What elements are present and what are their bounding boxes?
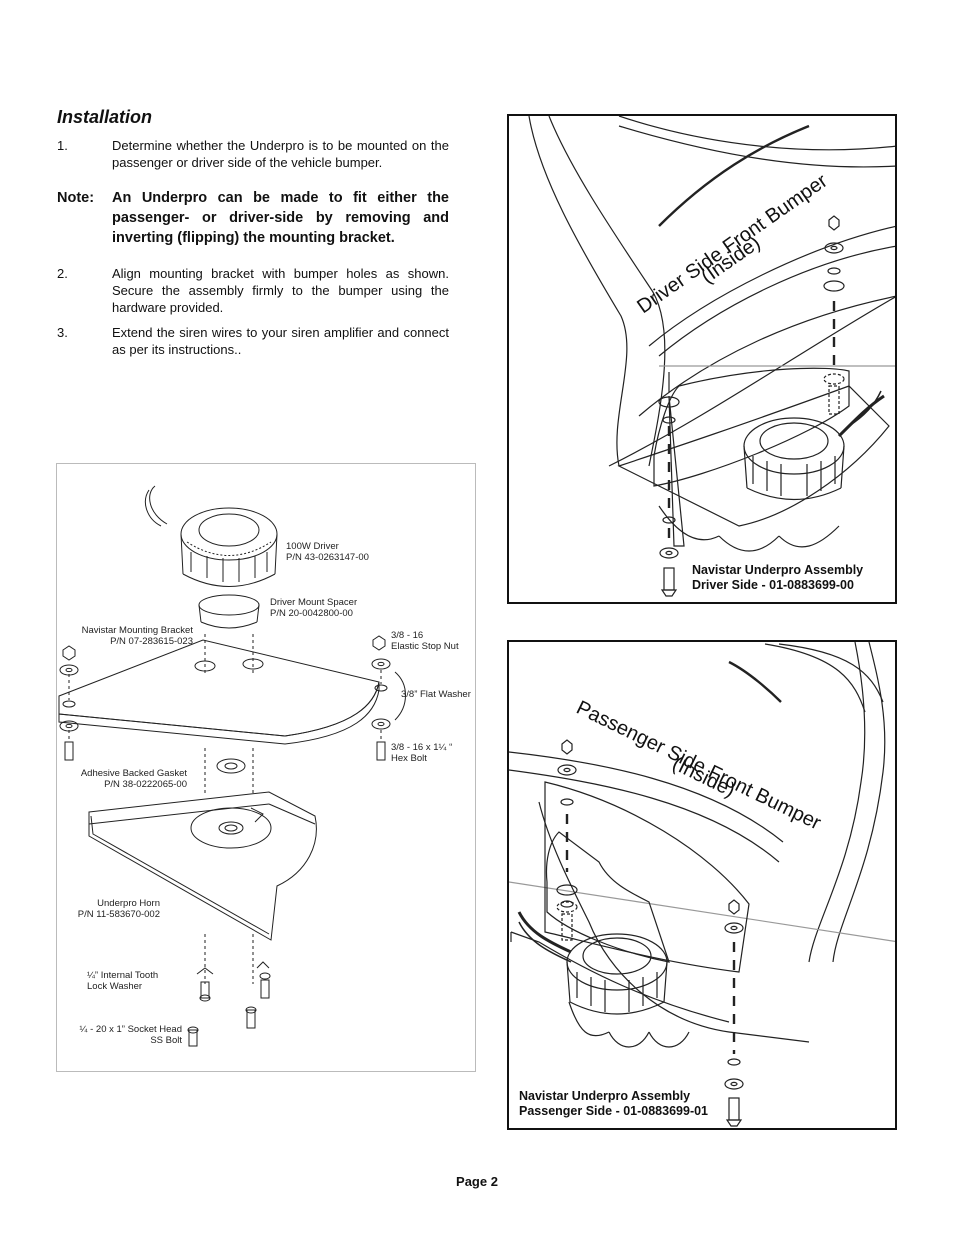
note-label: Note:: [57, 190, 95, 206]
step-2: 2. Align mounting bracket with bumper ho…: [57, 265, 449, 316]
flat-washer-label: 3/8” Flat Washer: [401, 689, 471, 700]
step-text: Determine whether the Underpro is to be …: [112, 138, 449, 170]
passenger-side-panel: Passenger Side Front Bumper (Inside) Nav…: [507, 640, 897, 1130]
page-number: Page 2: [456, 1174, 498, 1189]
hex-bolt-label: 3/8 - 16 x 1¼ “Hex Bolt: [391, 742, 453, 764]
step-text: Align mounting bracket with bumper holes…: [112, 266, 449, 315]
step-number: 2.: [57, 266, 68, 281]
step-3: 3. Extend the siren wires to your siren …: [57, 324, 449, 358]
step-1: 1. Determine whether the Underpro is to …: [57, 137, 449, 171]
driver-side-panel: Driver Side Front Bumper (Inside) Navist…: [507, 114, 897, 604]
exploded-view-drawing: [58, 485, 406, 1047]
driver-side-assembly-drawing: Driver Side Front Bumper (Inside): [528, 116, 895, 597]
note-text: An Underpro can be made to fit either th…: [112, 190, 449, 246]
step-number: 3.: [57, 325, 68, 340]
passenger-side-assembly-drawing: Passenger Side Front Bumper (Inside): [509, 642, 895, 1127]
section-heading: Installation: [57, 107, 153, 127]
step-number: 1.: [57, 138, 68, 153]
note-block: Note: An Underpro can be made to fit eit…: [57, 188, 449, 248]
step-text: Extend the siren wires to your siren amp…: [112, 325, 449, 357]
driver-bumper-label-line-1: Driver Side Front Bumper: [633, 170, 832, 318]
